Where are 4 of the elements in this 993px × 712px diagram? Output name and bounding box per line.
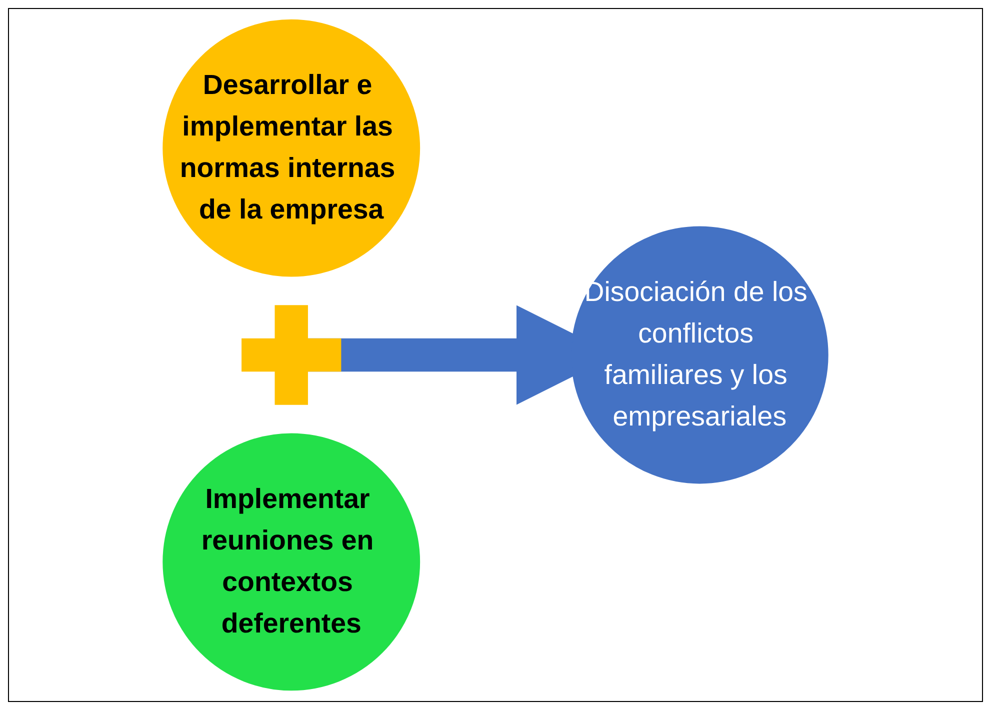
node-circle: Desarrollar e implementar las normas internas de la empresa (162, 19, 420, 277)
node-circle: Disociación de los conflictos familiares y los empresariales (570, 226, 828, 484)
node-circle: Implementar reuniones en contextos deferentes (162, 433, 420, 691)
plus-sign (242, 305, 342, 405)
